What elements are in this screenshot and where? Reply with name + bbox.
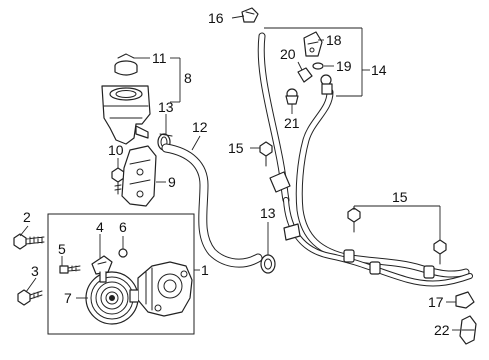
callout-17: 17 [428,294,444,310]
callout-14: 14 [371,62,387,78]
hose-union [320,74,333,95]
callout-6: 6 [119,219,127,235]
pump-assembly-frame [47,213,195,335]
fitting-22 [459,315,477,345]
callout-15a: 15 [228,140,244,156]
o-ring-19 [312,62,324,70]
return-hose [161,143,263,268]
reservoir-cap [114,53,138,76]
hose-clamp-13b [260,254,276,274]
fitting-20 [297,67,313,83]
reservoir-bracket [121,145,157,207]
clip-17 [455,291,475,309]
pump-fitting [91,255,113,283]
callout-15b: 15 [392,189,408,205]
bolt-3 [17,289,43,306]
line-bracket [269,171,301,241]
callout-22: 22 [434,322,450,338]
callout-4: 4 [96,219,104,235]
leader-lines [19,15,460,331]
bolt-15b [347,207,361,233]
line-end-fitting [343,249,435,279]
bolt-15a [259,141,273,167]
pulley [85,271,139,325]
callout-20: 20 [280,46,296,62]
callout-21: 21 [284,115,300,131]
callout-7: 7 [64,290,72,306]
callout-18: 18 [326,32,342,48]
callout-9: 9 [168,174,176,190]
callout-16: 16 [208,10,224,26]
bolt-2 [13,233,45,250]
callout-8: 8 [184,70,192,86]
callout-3: 3 [31,263,39,279]
fitting-21 [285,88,299,105]
callout-10: 10 [108,142,124,158]
callout-12: 12 [192,119,208,135]
reservoir [101,85,151,145]
callout-19: 19 [336,58,352,74]
callout-13a: 13 [158,99,174,115]
cap-16 [241,7,259,23]
bolt-5 [59,265,81,274]
callout-5: 5 [58,241,66,257]
callout-1: 1 [201,262,209,278]
power-steering-pump [129,261,193,317]
pressure-switch [303,31,323,57]
callout-2: 2 [23,209,31,225]
o-ring-6 [118,248,128,258]
callout-13b: 13 [260,205,276,221]
bolt-15c [433,239,447,265]
callout-11: 11 [152,50,167,66]
